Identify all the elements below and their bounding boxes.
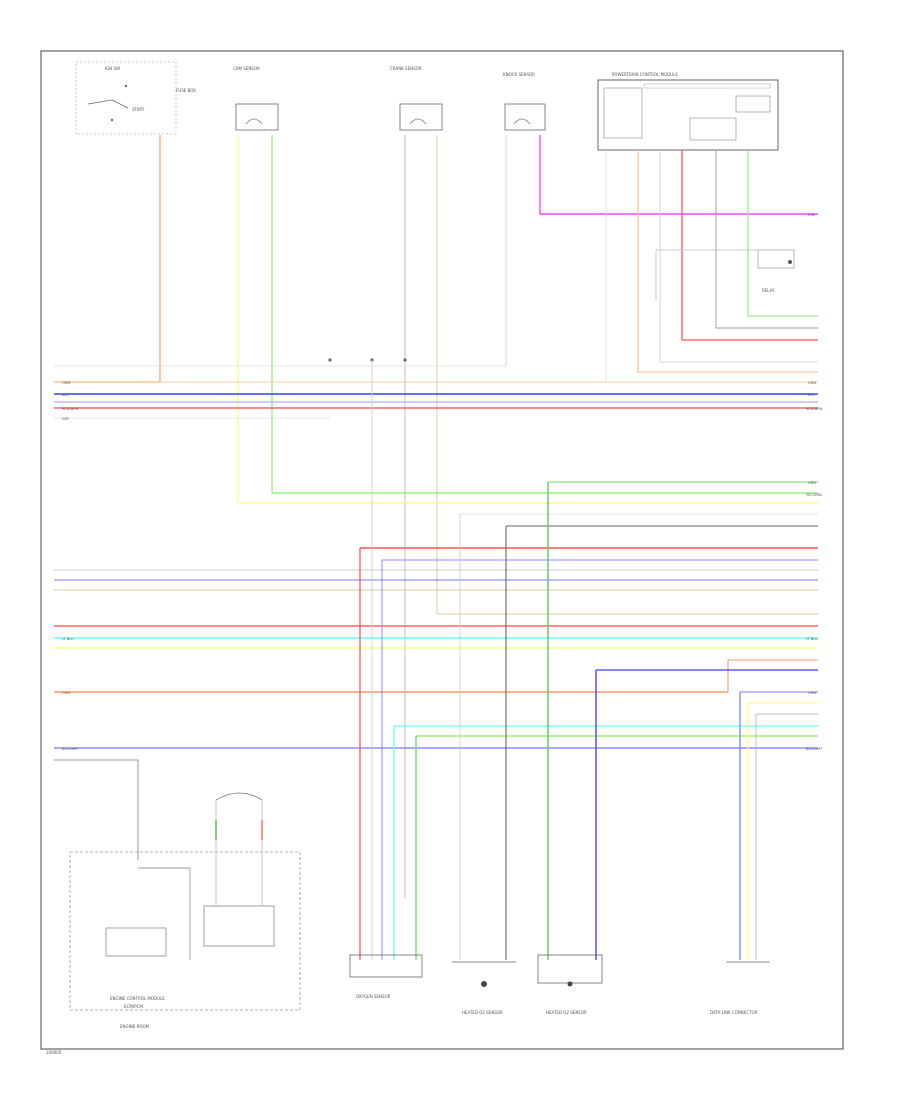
svg-text:GRY: GRY bbox=[62, 417, 70, 421]
pcm-label: POWERTRAIN CONTROL MODULE bbox=[612, 72, 678, 77]
ignition-switch-sub: START bbox=[132, 107, 145, 112]
svg-text:LT BLU: LT BLU bbox=[806, 637, 818, 641]
wire-relay bbox=[655, 249, 758, 300]
crank-sensor-label: CRANK SENSOR bbox=[390, 66, 422, 71]
bottom-sensor-c-label: HEATED O2 SENSOR bbox=[546, 1010, 587, 1015]
svg-text:RED/BRN: RED/BRN bbox=[806, 407, 823, 411]
wire-pcm-dgray bbox=[715, 150, 818, 329]
wire-pink bbox=[539, 135, 818, 215]
ecm-title: ENGINE ROOM bbox=[120, 1024, 150, 1029]
cam-sensor-label: CAM SENSOR bbox=[233, 66, 260, 71]
svg-text:YEL/GRN: YEL/GRN bbox=[806, 493, 822, 497]
svg-text:ORN: ORN bbox=[62, 691, 70, 695]
ecm-label: ENGINE CONTROL MODULE bbox=[110, 996, 165, 1001]
knock-sensor: KNOCK SENSOR bbox=[503, 72, 546, 131]
data-link-connector: DATA LINK CONNECTOR bbox=[710, 961, 770, 1015]
svg-text:PNK: PNK bbox=[808, 213, 816, 217]
knock-sensor-label: KNOCK SENSOR bbox=[503, 72, 535, 77]
svg-text:RED/BRN: RED/BRN bbox=[62, 407, 79, 411]
svg-text:RELAY: RELAY bbox=[762, 288, 775, 293]
wire-gray-low bbox=[54, 759, 139, 860]
heated-o2-sensor-2: HEATED O2 SENSOR bbox=[537, 954, 603, 1015]
bus-orange-r bbox=[727, 659, 818, 692]
diagram-code: 100000 bbox=[46, 1050, 62, 1055]
diagram-frame bbox=[40, 50, 844, 1050]
svg-text:GRN: GRN bbox=[808, 481, 816, 485]
bottom-connector-right-label: DATA LINK CONNECTOR bbox=[710, 1010, 758, 1015]
svg-text:ORN: ORN bbox=[808, 691, 816, 695]
oxygen-sensor-connector: OXYGEN SENSOR bbox=[349, 954, 423, 999]
svg-text:ORN: ORN bbox=[62, 381, 70, 385]
bottom-sensor-a-label: OXYGEN SENSOR bbox=[356, 994, 391, 999]
svg-text:BLU/WHT: BLU/WHT bbox=[62, 747, 79, 751]
fuse-box-label: FUSE BOX bbox=[176, 88, 196, 93]
wire-pcm-orange bbox=[637, 150, 818, 373]
heated-o2-sensor-1: HEATED O2 SENSOR bbox=[452, 961, 516, 1015]
wire-pcm-red bbox=[681, 150, 818, 341]
ignition-switch: IGN SW START FUSE BOX bbox=[75, 61, 196, 135]
svg-text:ORN: ORN bbox=[808, 381, 816, 385]
bottom-sensor-b-label: HEATED O2 SENSOR bbox=[462, 1010, 503, 1015]
cam-sensor: CAM SENSOR bbox=[233, 66, 279, 131]
ignition-switch-label: IGN SW bbox=[105, 66, 120, 71]
svg-text:BLU: BLU bbox=[808, 393, 815, 397]
right-edge-labels: PNK ORN BLU RED/BRN GRN YEL/GRN LT BLU O… bbox=[806, 213, 823, 751]
wire-pcm-gray bbox=[659, 150, 818, 363]
svg-text:BLU: BLU bbox=[62, 393, 69, 397]
wire-pcm-green bbox=[747, 150, 818, 317]
svg-text:BLU/WHT: BLU/WHT bbox=[806, 747, 823, 751]
relay-right: RELAY bbox=[757, 249, 795, 293]
engine-control-module: ENGINE ROOM ENGINE CONTROL MODULE ECM/PC… bbox=[69, 792, 301, 1029]
svg-text:LT BLU: LT BLU bbox=[62, 637, 74, 641]
powertrain-control-module: POWERTRAIN CONTROL MODULE bbox=[597, 72, 779, 151]
left-edge-labels: ORN BLU RED/BRN GRY LT BLU ORN BLU/WHT bbox=[62, 381, 79, 751]
ecm-sub: ECM/PCM bbox=[124, 1004, 143, 1009]
crank-sensor: CRANK SENSOR bbox=[390, 66, 443, 131]
